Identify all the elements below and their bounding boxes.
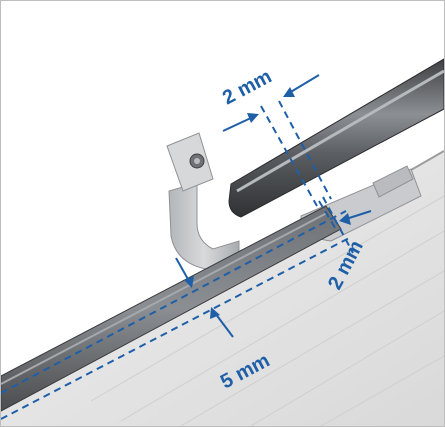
arrow-right-icon [247,113,259,123]
roof-texture [90,195,444,426]
dimension-lines [1,100,354,420]
arrow-up-icon [210,307,220,319]
arrow-down-icon [184,276,194,288]
arrow-left-icon [339,213,351,225]
top-gap-label: 2 mm [219,65,275,109]
arrow-left-icon [283,87,295,97]
dimension-arrows [175,74,372,338]
lower-rail-highlight [1,212,328,385]
bracket-bolt-center [194,158,200,164]
upper-rail [228,58,444,218]
mounting-bracket [168,182,240,270]
upper-rail-highlight [236,69,444,193]
rail-support-end [372,165,414,198]
